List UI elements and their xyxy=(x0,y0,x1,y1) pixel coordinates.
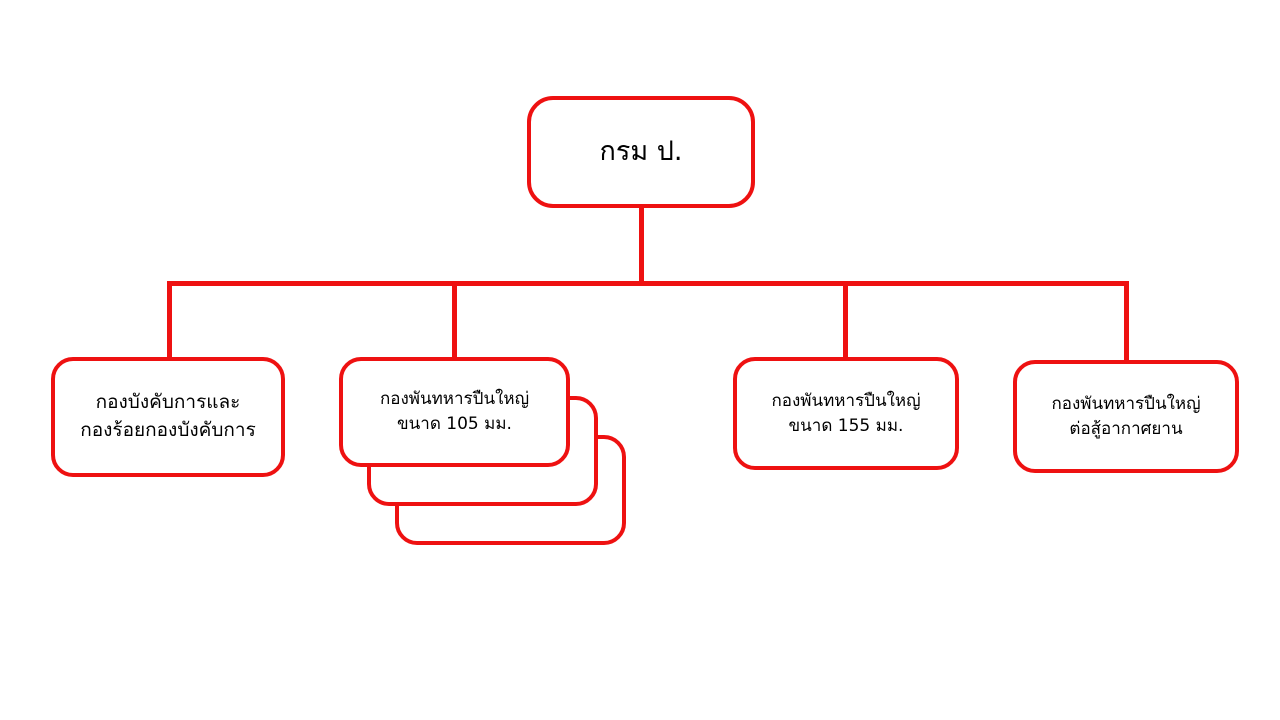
connector-drop-child-3 xyxy=(843,281,848,359)
org-node-battalion-antiaircraft[interactable]: กองพันทหารปืนใหญ่ ต่อสู้อากาศยาน xyxy=(1013,360,1239,473)
org-node-root-label: กรม ป. xyxy=(599,136,683,168)
org-node-battalion-105[interactable]: กองพันทหารปืนใหญ่ ขนาด 105 มม. xyxy=(339,357,570,467)
org-node-battalion-155[interactable]: กองพันทหารปืนใหญ่ ขนาด 155 มม. xyxy=(733,357,959,470)
org-node-battalion-155-label: กองพันทหารปืนใหญ่ ขนาด 155 มม. xyxy=(771,390,921,436)
connector-horizontal-bus xyxy=(167,281,1129,286)
org-node-headquarters-label: กองบังคับการและ กองร้อยกองบังคับการ xyxy=(80,391,256,441)
org-node-battalion-105-label: กองพันทหารปืนใหญ่ ขนาด 105 มม. xyxy=(379,389,530,434)
connector-root-stem xyxy=(639,205,644,283)
connector-drop-child-2 xyxy=(452,281,457,359)
org-node-battalion-antiaircraft-label: กองพันทหารปืนใหญ่ ต่อสู้อากาศยาน xyxy=(1051,393,1201,439)
org-node-headquarters[interactable]: กองบังคับการและ กองร้อยกองบังคับการ xyxy=(51,357,285,477)
connector-drop-child-4 xyxy=(1124,281,1129,362)
org-node-battalion-105-stack[interactable]: กองพันทหารปืนใหญ่ ขนาด 105 มม. xyxy=(339,357,626,547)
org-node-root[interactable]: กรม ป. xyxy=(527,96,755,208)
connector-drop-child-1 xyxy=(167,281,172,359)
